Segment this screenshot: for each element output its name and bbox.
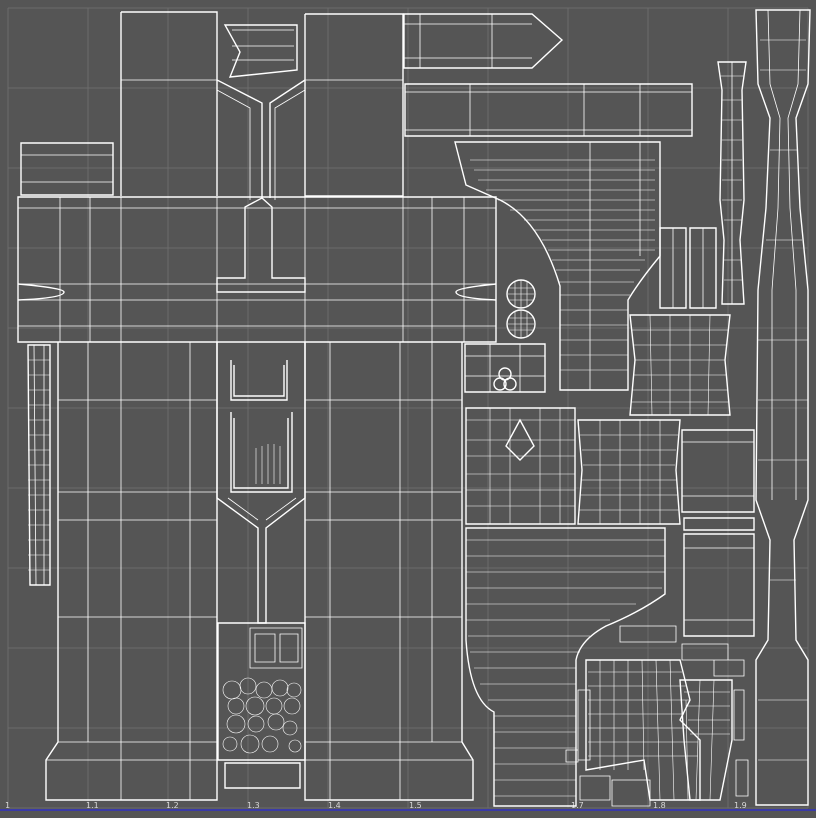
ruler-label: 1.5 [409, 801, 422, 810]
uv-island-dense-cluster[interactable] [565, 625, 749, 807]
uv-island-vase-upper[interactable] [454, 141, 661, 391]
ruler-label: 1.7 [571, 801, 584, 810]
ruler-label: 1.1 [86, 801, 99, 810]
uv-island-right-posts[interactable] [683, 9, 811, 806]
ruler-label: 1.3 [247, 801, 260, 810]
ruler-label: 1.8 [653, 801, 666, 810]
uv-island-main-body[interactable] [17, 11, 497, 801]
ruler-label: 1.9 [734, 801, 747, 810]
uv-grid [7, 7, 809, 809]
uv-island-left-strips[interactable] [20, 142, 114, 586]
uv-island-discs[interactable] [506, 279, 536, 339]
uv-island-cluster-small[interactable] [222, 627, 303, 754]
ruler-label: 1 [5, 801, 10, 810]
uv-island-mid-cluster[interactable] [464, 227, 755, 531]
ruler-labels: 1 1.1 1.2 1.3 1.4 1.5 1.7 1.8 1.9 [5, 801, 747, 810]
uv-island-vase-lower[interactable] [465, 527, 666, 807]
ruler-label: 1.4 [328, 801, 341, 810]
ruler-label: 1.2 [166, 801, 179, 810]
uv-island-top-banners[interactable] [223, 13, 693, 137]
